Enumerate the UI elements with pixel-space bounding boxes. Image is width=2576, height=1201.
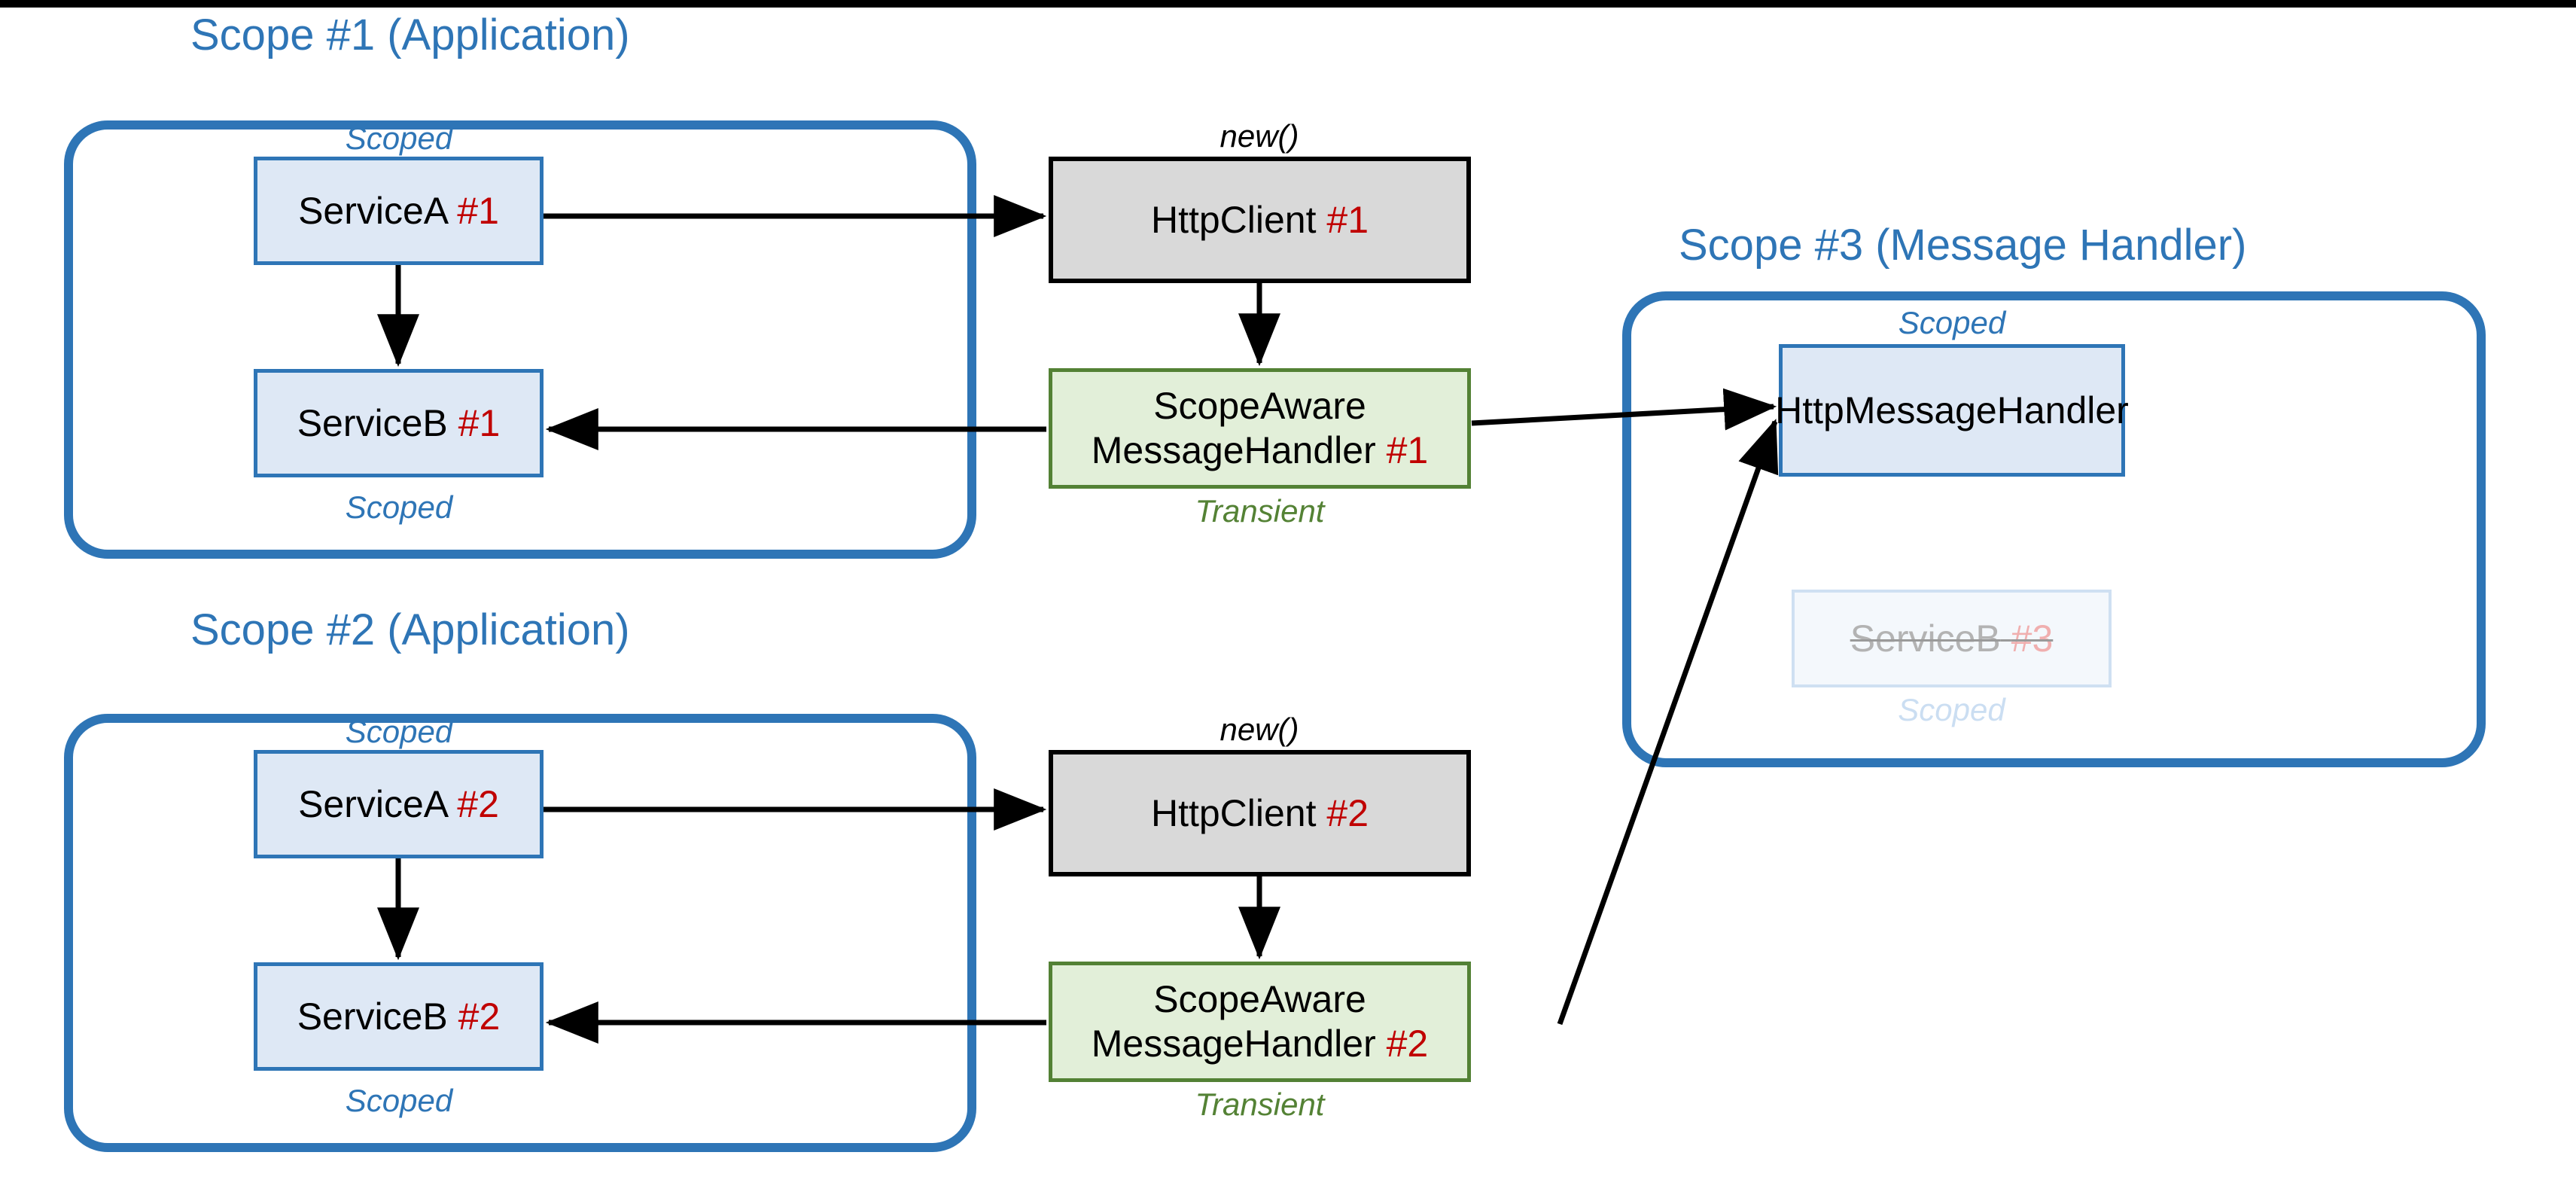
scope-2-container — [64, 714, 976, 1152]
node-serviceB-3-ghost[interactable]: ServiceB #3 — [1792, 590, 2112, 687]
scope-1-container — [64, 120, 976, 559]
httpmessagehandler-lifetime-label: Scoped — [1898, 305, 2006, 340]
node-scopeaware-messagehandler-1-line2: MessageHandler #1 — [1091, 429, 1429, 471]
node-scopeaware-messagehandler-2[interactable]: ScopeAware MessageHandler #2 — [1049, 962, 1471, 1082]
serviceB1-lifetime-label: Scoped — [345, 489, 453, 525]
node-scopeaware-messagehandler-2-line2: MessageHandler #2 — [1091, 1023, 1429, 1065]
node-httpmessagehandler-label: HttpMessageHandler — [1775, 389, 2129, 431]
httpclient1-lifetime-label: new() — [1219, 118, 1299, 154]
node-serviceB-1-label: ServiceB #1 — [297, 401, 501, 444]
serviceB3-lifetime-label: Scoped — [1898, 692, 2005, 727]
serviceA1-lifetime-label: Scoped — [345, 120, 453, 156]
node-httpclient-2-label: HttpClient #2 — [1150, 791, 1369, 834]
node-scopeaware-messagehandler-1[interactable]: ScopeAware MessageHandler #1 — [1049, 368, 1471, 489]
scope-3-title: Scope #3 (Message Handler) — [1679, 221, 2247, 270]
node-serviceB-2-label: ServiceB #2 — [297, 995, 501, 1038]
scope-1-title: Scope #1 (Application) — [190, 11, 630, 59]
serviceA2-lifetime-label: Scoped — [345, 714, 453, 749]
node-httpclient-2[interactable]: HttpClient #2 — [1049, 750, 1471, 876]
handler2-lifetime-label: Transient — [1195, 1087, 1325, 1122]
node-serviceB-1[interactable]: ServiceB #1 — [254, 369, 544, 477]
node-serviceA-1-label: ServiceA #1 — [298, 189, 499, 232]
node-httpclient-1[interactable]: HttpClient #1 — [1049, 157, 1471, 283]
top-black-bar — [0, 0, 2576, 8]
handler1-lifetime-label: Transient — [1195, 493, 1325, 529]
node-serviceB-3-label: ServiceB #3 — [1850, 617, 2054, 660]
node-serviceA-2[interactable]: ServiceA #2 — [254, 750, 544, 858]
node-serviceA-2-label: ServiceA #2 — [298, 782, 499, 825]
httpclient2-lifetime-label: new() — [1219, 712, 1299, 747]
scope-2-title: Scope #2 (Application) — [190, 605, 630, 654]
node-httpmessagehandler[interactable]: HttpMessageHandler — [1775, 344, 2129, 477]
node-serviceA-1[interactable]: ServiceA #1 — [254, 157, 544, 265]
node-scopeaware-messagehandler-2-line1: ScopeAware — [1153, 978, 1366, 1020]
node-serviceB-2[interactable]: ServiceB #2 — [254, 962, 544, 1071]
node-scopeaware-messagehandler-1-line1: ScopeAware — [1153, 385, 1366, 427]
node-httpclient-1-label: HttpClient #1 — [1150, 198, 1369, 241]
serviceB2-lifetime-label: Scoped — [345, 1083, 453, 1118]
